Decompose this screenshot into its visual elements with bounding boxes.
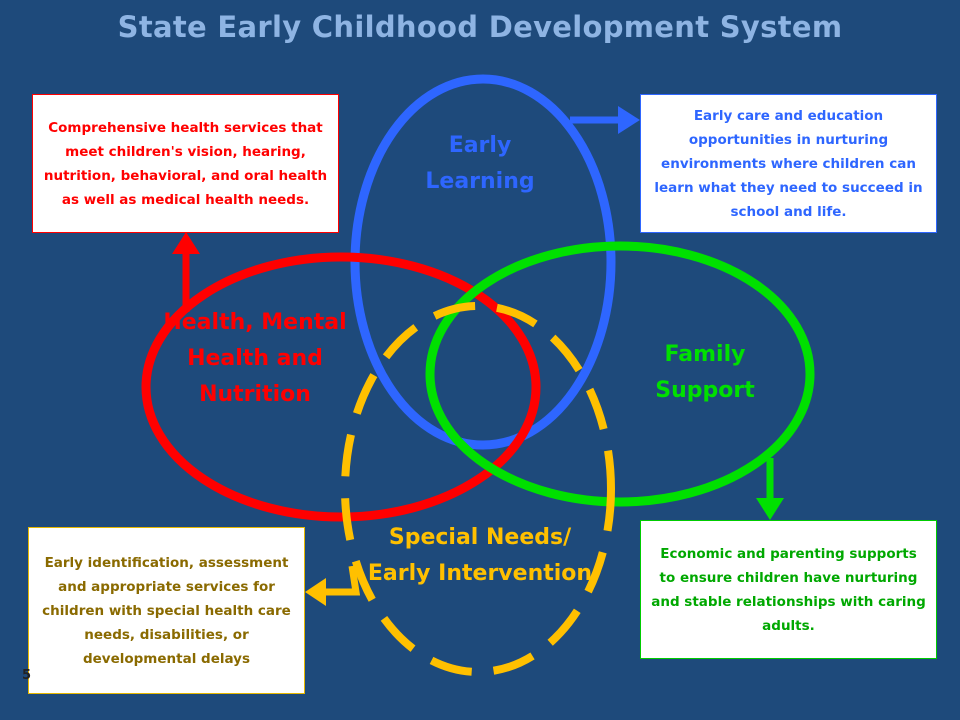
health-description-text: Comprehensive health services that meet … — [43, 119, 328, 208]
health-ellipse — [141, 252, 541, 522]
family-support-ellipse — [425, 241, 815, 507]
health-description-box: Comprehensive health services that meet … — [32, 94, 339, 233]
special-needs-ellipse — [341, 302, 615, 676]
diagram-title: State Early Childhood Development System — [117, 10, 843, 44]
special-needs-description-text: Early identification, assessment and app… — [42, 554, 291, 667]
learning-arrow — [570, 106, 640, 134]
early-learning-ellipse — [350, 74, 616, 450]
family-description-text: Economic and parenting supports to ensur… — [651, 545, 926, 634]
health-label: Health, Mental Health and Nutrition — [163, 310, 347, 407]
health-arrow — [172, 232, 200, 312]
learning-description-text: Early care and education opportunities i… — [654, 107, 923, 220]
special-arrow — [305, 565, 361, 606]
family-arrow — [756, 458, 784, 520]
family-support-label: Family Support — [655, 342, 755, 403]
family-description-box: Economic and parenting supports to ensur… — [640, 520, 937, 659]
learning-description-box: Early care and education opportunities i… — [640, 94, 937, 233]
early-learning-label: Early Learning — [425, 133, 535, 194]
special-needs-label: Special Needs/ Early Intervention — [367, 525, 593, 586]
slide-number: 5 — [22, 668, 32, 683]
special-needs-description-box: Early identification, assessment and app… — [28, 527, 305, 694]
